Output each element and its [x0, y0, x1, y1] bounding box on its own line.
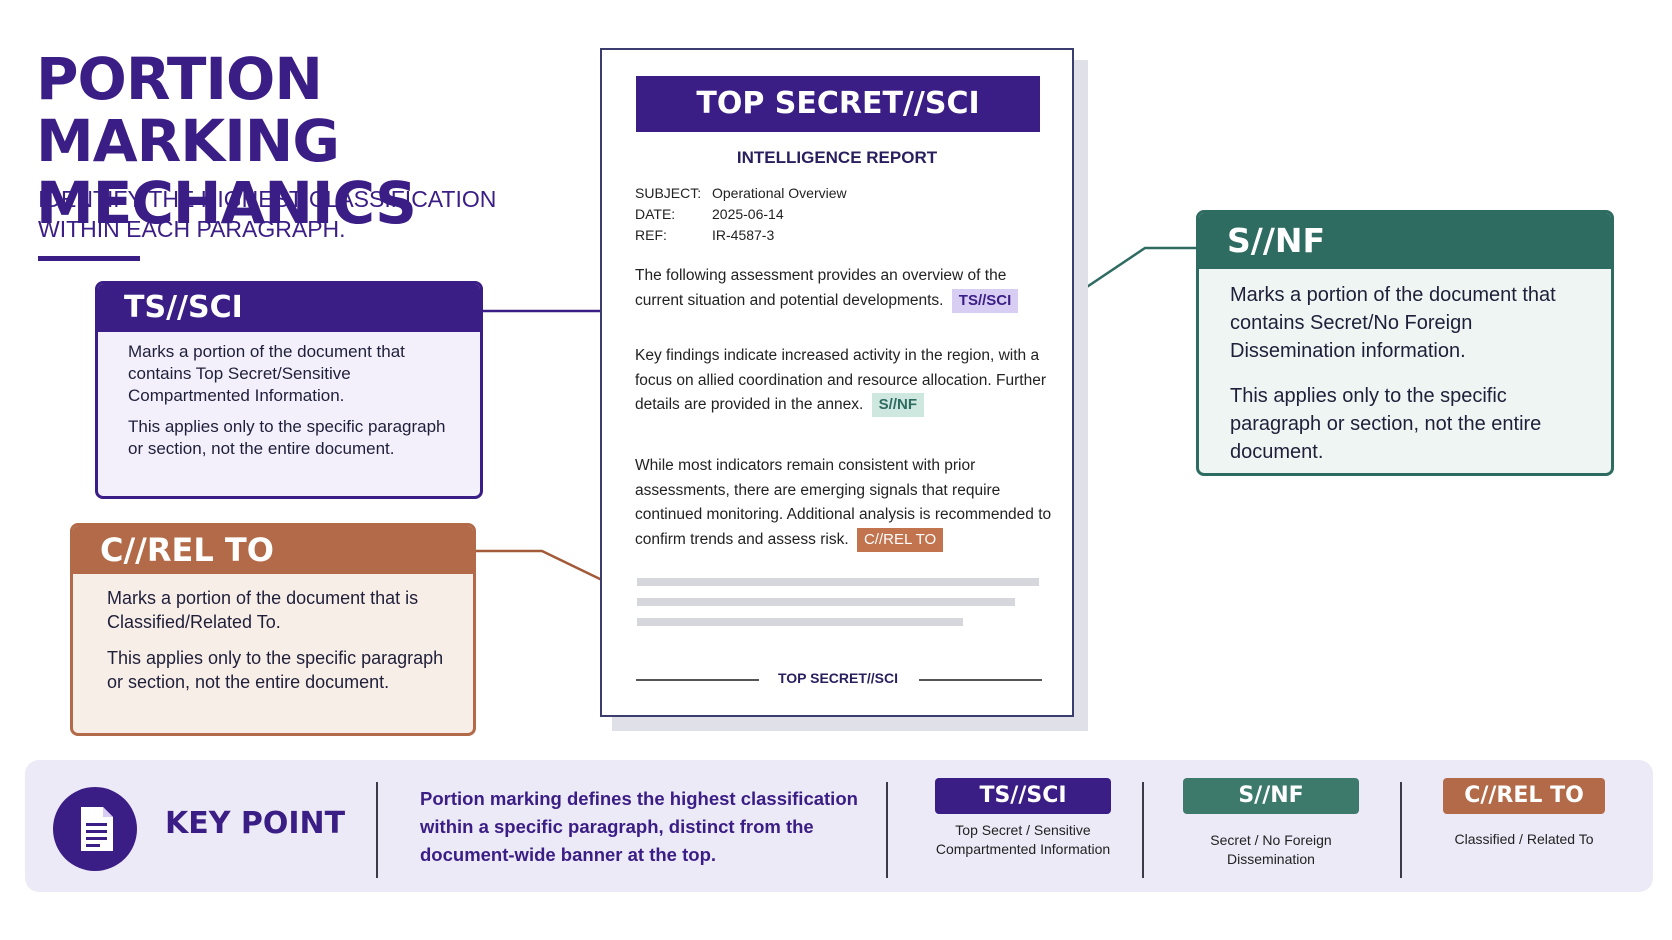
ts-sci-callout-title: TS//SCI [98, 284, 480, 332]
meta-row-ref: REF: IR-4587-3 [635, 227, 774, 243]
key-point-text: Portion marking defines the highest clas… [420, 788, 858, 865]
redacted-line [637, 578, 1039, 586]
ts-sci-callout-scope: This applies only to the specific paragr… [128, 417, 446, 458]
paragraph-text: Key findings indicate increased activity… [635, 347, 1046, 413]
meta-value: IR-4587-3 [712, 227, 775, 243]
band-divider [376, 782, 378, 878]
meta-value: 2025-06-14 [712, 206, 784, 222]
title-underline [38, 256, 140, 261]
legend-pill-ts-sci: TS//SCI [935, 778, 1111, 814]
portion-mark-ts-sci: TS//SCI [951, 288, 1019, 313]
intelligence-report-document: TOP SECRET//SCI INTELLIGENCE REPORT SUBJ… [600, 48, 1074, 717]
s-nf-callout-scope: This applies only to the specific paragr… [1230, 385, 1542, 463]
meta-value: Operational Overview [712, 185, 847, 201]
key-point-label: KEY POINT [165, 806, 346, 841]
legend-pill-s-nf: S//NF [1183, 778, 1359, 814]
paragraph-3: While most indicators remain consistent … [635, 454, 1055, 552]
s-nf-callout: S//NF Marks a portion of the document th… [1196, 210, 1614, 476]
redacted-line [637, 618, 963, 626]
paragraph-2: Key findings indicate increased activity… [635, 344, 1055, 418]
s-nf-callout-title: S//NF [1199, 213, 1611, 269]
meta-row-subject: SUBJECT: Operational Overview [635, 185, 847, 201]
c-rel-to-callout-description: Marks a portion of the document that is … [107, 588, 419, 632]
s-nf-callout-description: Marks a portion of the document that con… [1230, 284, 1556, 362]
meta-row-date: DATE: 2025-06-14 [635, 206, 784, 222]
legend-desc-ts-sci: Top Secret / Sensitive Compartmented Inf… [935, 822, 1111, 857]
legend-desc-c-rel-to: Classified / Related To [1454, 831, 1594, 847]
page-subtitle: IDENTIFY THE HIGHEST CLASSIFICATION WITH… [38, 186, 497, 242]
band-divider [886, 782, 888, 878]
meta-key: REF: [635, 227, 667, 243]
c-rel-to-callout: C//REL TO Marks a portion of the documen… [70, 523, 476, 736]
band-divider [1400, 782, 1402, 878]
legend-desc-s-nf: Secret / No Foreign Dissemination [1210, 832, 1332, 867]
ts-sci-callout-description: Marks a portion of the document that con… [128, 342, 405, 405]
portion-mark-c-rel-to: C//REL TO [856, 527, 944, 552]
paragraph-text: While most indicators remain consistent … [635, 457, 1052, 548]
meta-key: SUBJECT: [635, 185, 702, 201]
legend-pill-c-rel-to: C//REL TO [1443, 778, 1605, 814]
paragraph-text: The following assessment provides an ove… [635, 267, 1007, 309]
footer-rule-right [919, 679, 1042, 681]
ts-sci-callout: TS//SCI Marks a portion of the document … [95, 281, 483, 499]
c-rel-to-callout-scope: This applies only to the specific paragr… [107, 648, 444, 692]
meta-key: DATE: [635, 206, 676, 222]
redacted-line [637, 598, 1015, 606]
key-point-band: KEY POINT Portion marking defines the hi… [25, 760, 1653, 892]
portion-mark-s-nf: S//NF [871, 393, 925, 417]
c-rel-to-callout-title: C//REL TO [73, 526, 473, 574]
document-footer-banner: TOP SECRET//SCI [777, 670, 899, 686]
footer-rule-left [636, 679, 759, 681]
band-divider [1142, 782, 1144, 878]
document-banner: TOP SECRET//SCI [636, 76, 1040, 132]
document-heading: INTELLIGENCE REPORT [736, 148, 938, 167]
page-title: PORTION MARKING MECHANICS [36, 45, 417, 237]
paragraph-1: The following assessment provides an ove… [635, 264, 1055, 313]
document-icon [53, 787, 137, 871]
